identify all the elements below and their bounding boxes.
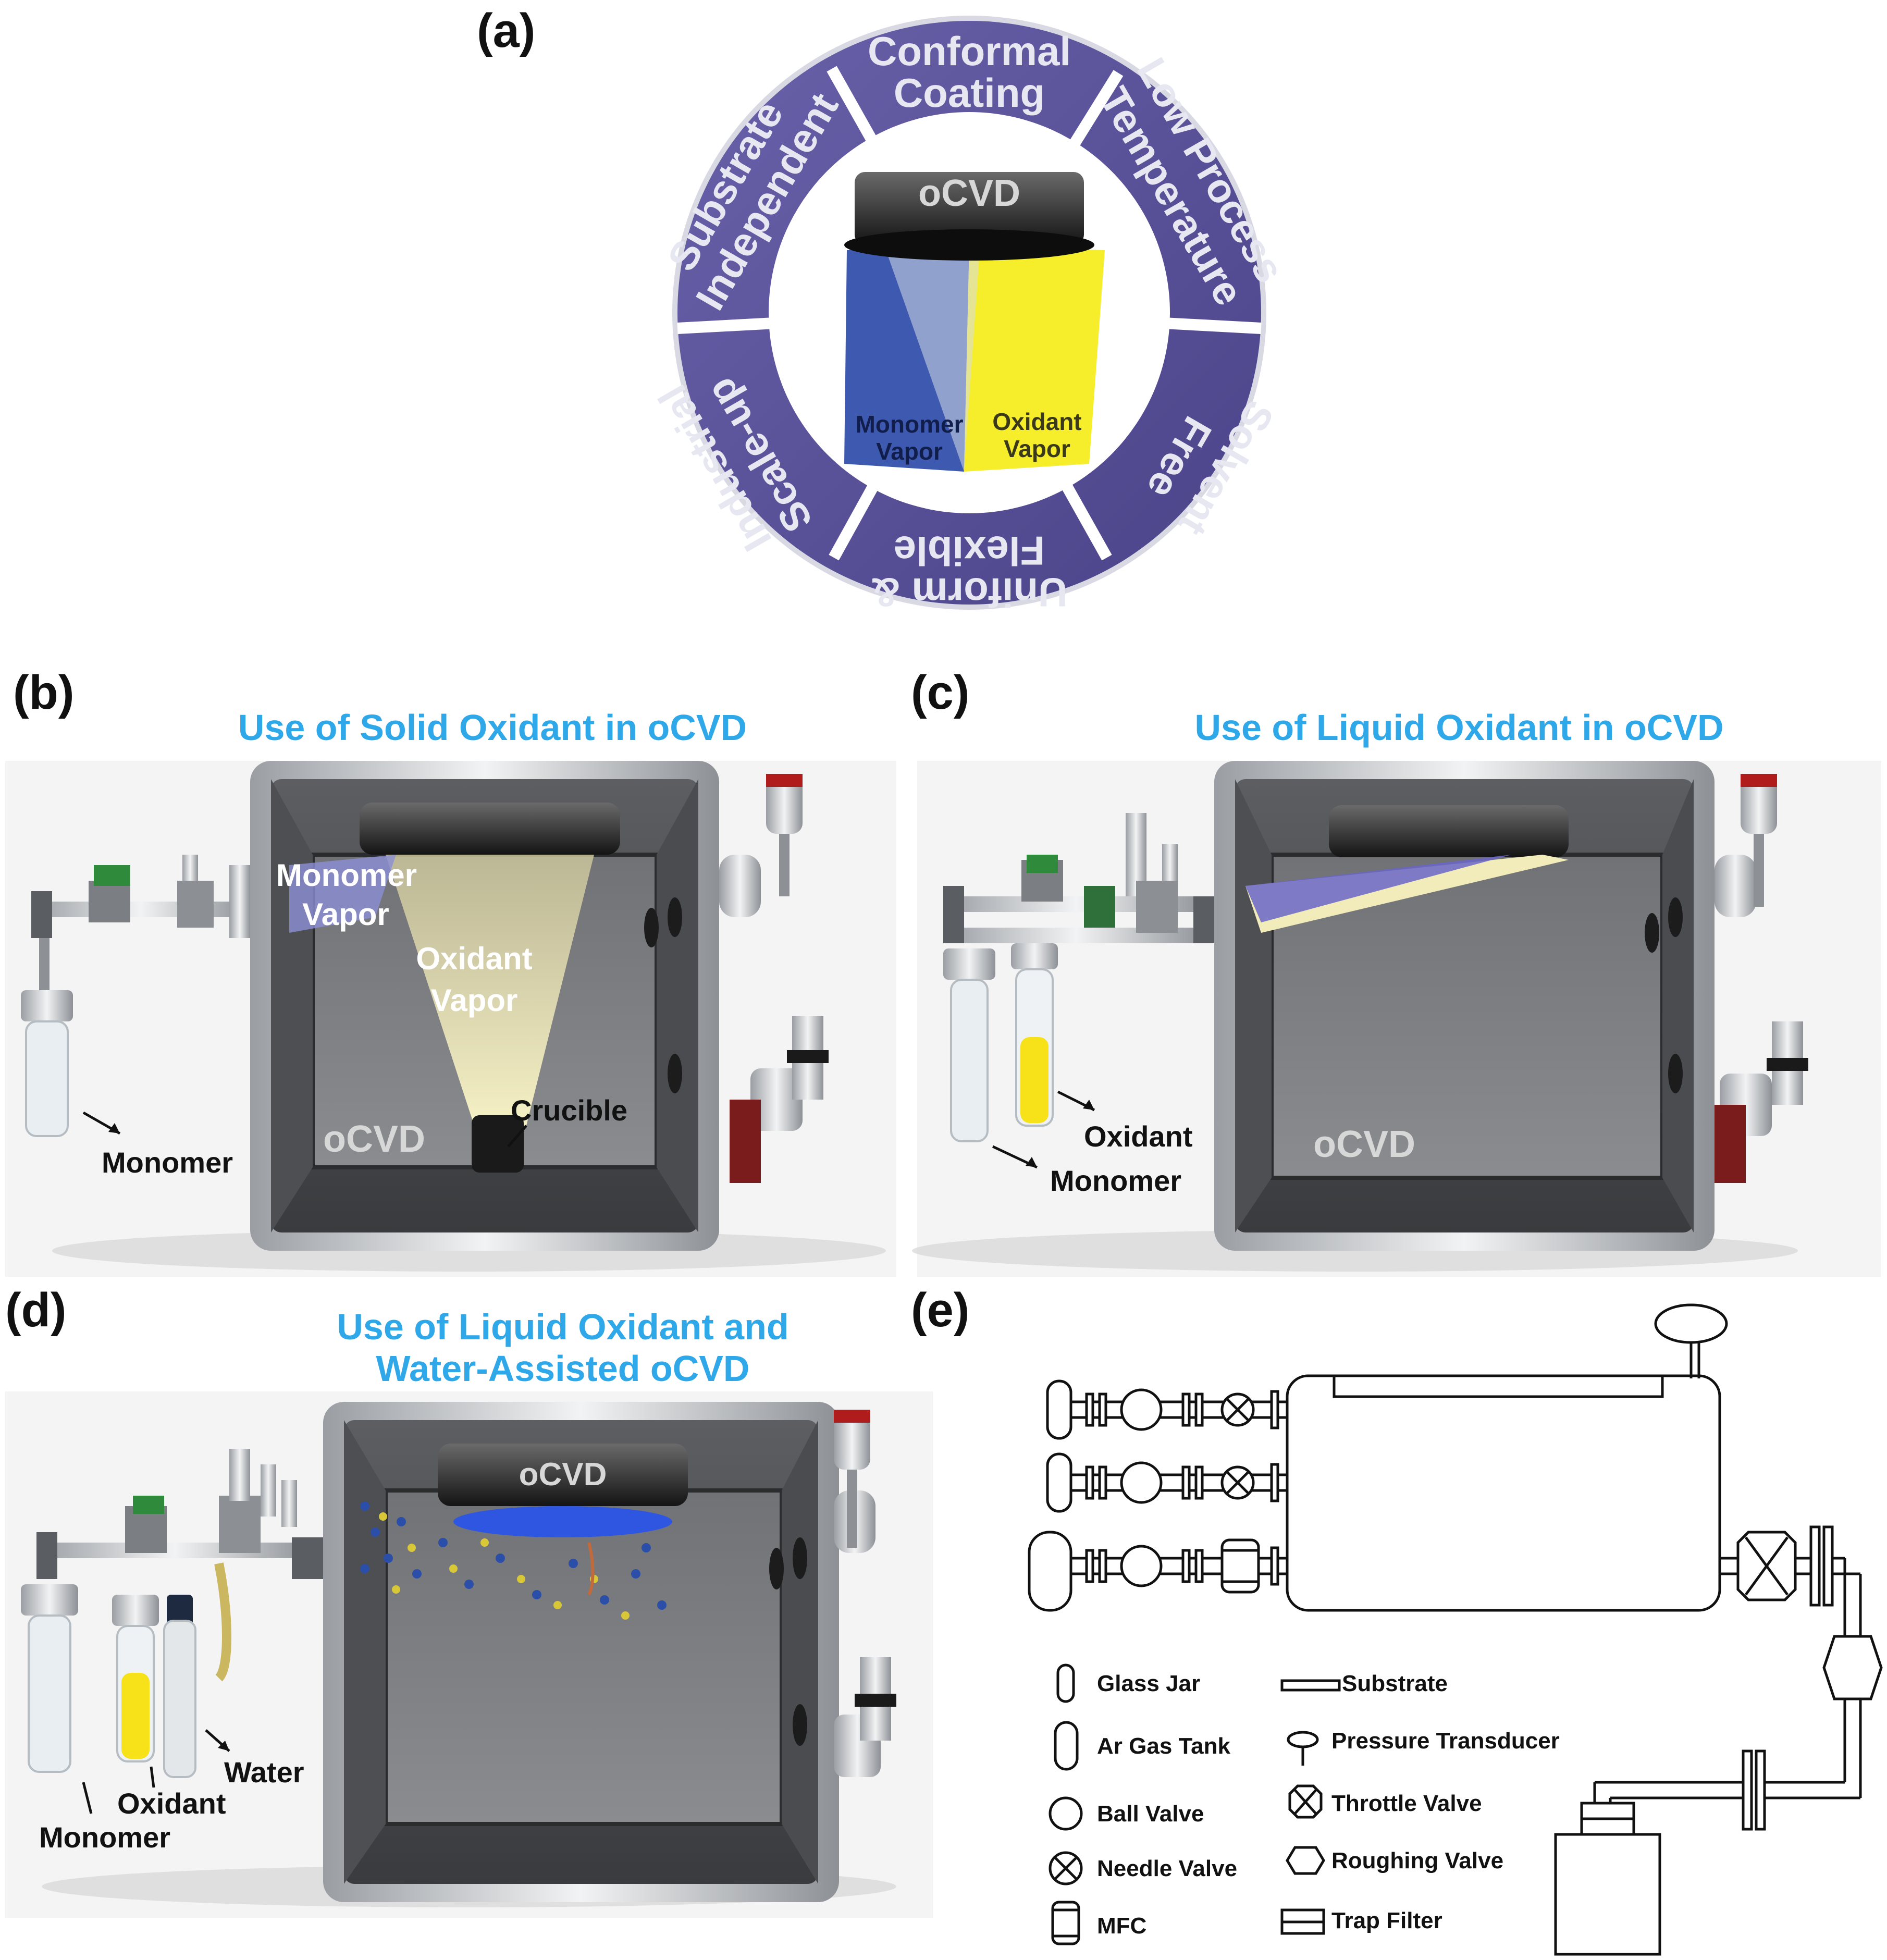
segment-conformal-coating: Conformal Coating	[868, 28, 1071, 116]
ocvd-reactor-center: oCVD Monomer Vapor Oxidant Vapor	[844, 172, 1105, 472]
panel-d-water-jar	[163, 1595, 196, 1778]
panel-d-label: (d)	[5, 1284, 66, 1337]
panel-d-title-line1: Use of Liquid Oxidant and	[337, 1306, 788, 1347]
panel-a-label: (a)	[477, 4, 535, 57]
svg-text:Uniform &: Uniform &	[871, 570, 1068, 615]
panel-c-right-valves	[1715, 774, 1808, 1183]
panel-c-oxidant-vapor-region	[1245, 855, 1569, 933]
schematic-pressure-transducer	[1654, 1303, 1728, 1344]
panel-c-monomer-label: Monomer	[1050, 1164, 1181, 1197]
panel-b-title: Use of Solid Oxidant in oCVD	[238, 707, 747, 748]
panel-c-title: Use of Liquid Oxidant in oCVD	[1195, 707, 1724, 748]
panel-d: (d) Use of Liquid Oxidant and Water-Assi…	[5, 1284, 933, 1918]
oxidant-vapor-region	[964, 245, 1105, 472]
panel-b-monomer-vapor-region	[289, 855, 396, 933]
substrate-holder	[855, 172, 1084, 245]
panel-d-monomer-jar	[21, 1584, 78, 1773]
svg-text:Vapor: Vapor	[1004, 435, 1070, 462]
legend-glass-jar: Glass Jar	[1097, 1671, 1200, 1696]
panel-d-oxidant-jar	[112, 1595, 159, 1762]
panel-d-water-label: Water	[224, 1756, 304, 1789]
svg-text:Vapor: Vapor	[431, 983, 518, 1018]
reaction-chamber	[1286, 1374, 1721, 1612]
panel-c-label: (c)	[911, 666, 969, 719]
feed-line-2	[1046, 1452, 1287, 1513]
pressure-transducer-icon	[1287, 1731, 1319, 1748]
panel-c-substrate-holder	[1245, 805, 1569, 933]
legend-roughing-valve: Roughing Valve	[1331, 1848, 1503, 1873]
legend-mfc: MFC	[1097, 1913, 1146, 1939]
panel-a: (a) Conformal Coating Low Process Tem	[477, 4, 1293, 615]
roughing-pump	[1554, 1833, 1661, 1956]
panel-d-substrate-holder: oCVD	[438, 1444, 688, 1537]
panel-b-label: (b)	[13, 666, 74, 719]
crucible	[472, 1115, 524, 1173]
panel-e-label: (e)	[911, 1284, 969, 1337]
panel-d-oxidant-label: Oxidant	[117, 1787, 226, 1820]
panel-b-right-valves	[719, 774, 829, 1183]
panel-b: (b) Use of Solid Oxidant in oCVD Monomer	[5, 666, 896, 1277]
svg-text:Coating: Coating	[894, 70, 1045, 116]
feed-line-3	[1028, 1531, 1287, 1612]
panel-d-vapor-molecules	[360, 1501, 667, 1620]
svg-text:Conformal: Conformal	[868, 28, 1071, 74]
panel-c-oxidant-label: Oxidant	[1084, 1120, 1192, 1153]
legend-pressure-transducer: Pressure Transducer	[1331, 1728, 1560, 1754]
center-ocvd-label: oCVD	[918, 172, 1020, 214]
legend-trap-filter: Trap Filter	[1331, 1908, 1442, 1933]
substrate-icon	[1280, 1679, 1341, 1692]
panel-b-monomer-vapor-label: Monomer	[276, 858, 417, 893]
panel-c-valve-assembly	[943, 813, 1214, 943]
panel-d-right-valves	[834, 1410, 896, 1777]
glass-jar-icon	[1056, 1663, 1075, 1703]
panel-b-oxidant-vapor-cone	[386, 855, 594, 1126]
panel-c: (c) Use of Liquid Oxidant in oCVD Ox	[911, 666, 1881, 1277]
schematic-substrate	[1333, 1374, 1664, 1398]
schematic	[1028, 1303, 1883, 1956]
panel-d-chamber	[323, 1402, 839, 1902]
panel-e: (e)	[911, 1284, 1883, 1956]
schematic-legend: Glass Jar Ar Gas Tank Ball Valve Needle …	[1049, 1663, 1560, 1945]
panel-b-crucible-label: Crucible	[511, 1094, 627, 1127]
exhaust-line	[1554, 1525, 1883, 1956]
panel-b-monomer-jar	[21, 938, 73, 1137]
panel-d-monomer-label: Monomer	[39, 1821, 170, 1854]
feed-line-1	[1046, 1379, 1287, 1440]
panel-d-ocvd-label: oCVD	[519, 1457, 607, 1493]
ar-gas-tank-icon	[1054, 1721, 1079, 1771]
svg-text:Vapor: Vapor	[876, 438, 943, 465]
svg-text:Vapor: Vapor	[302, 897, 389, 932]
panel-c-monomer-jar	[943, 948, 995, 1142]
roughing-valve-icon	[1286, 1846, 1325, 1875]
panel-c-oxidant-jar	[1011, 943, 1058, 1127]
panel-b-ocvd-label: oCVD	[323, 1118, 425, 1160]
panel-b-valve-assembly	[31, 855, 250, 938]
panel-b-oxidant-vapor-label: Oxidant	[416, 941, 532, 976]
panel-b-monomer-label: Monomer	[102, 1146, 233, 1179]
legend-throttle-valve: Throttle Valve	[1331, 1791, 1482, 1816]
oxidant-vapor-label: Oxidant	[992, 408, 1081, 435]
panel-d-title-line2: Water-Assisted oCVD	[376, 1348, 750, 1389]
legend-ar-gas-tank: Ar Gas Tank	[1097, 1733, 1230, 1759]
segment-uniform-flexible: Uniform & Flexible	[871, 528, 1068, 615]
panel-c-monomer-vapor-region	[1245, 855, 1511, 922]
monomer-vapor-label: Monomer	[856, 411, 964, 438]
legend-needle-valve: Needle Valve	[1097, 1856, 1237, 1881]
svg-text:Flexible: Flexible	[894, 528, 1045, 574]
panel-d-valve-assembly	[36, 1449, 323, 1682]
panel-c-ocvd-label: oCVD	[1313, 1124, 1415, 1165]
legend-substrate: Substrate	[1342, 1671, 1448, 1696]
ball-valve-icon	[1049, 1796, 1083, 1831]
legend-ball-valve: Ball Valve	[1097, 1801, 1204, 1827]
mfc-icon	[1051, 1901, 1080, 1945]
panel-b-substrate-holder	[289, 803, 620, 1173]
